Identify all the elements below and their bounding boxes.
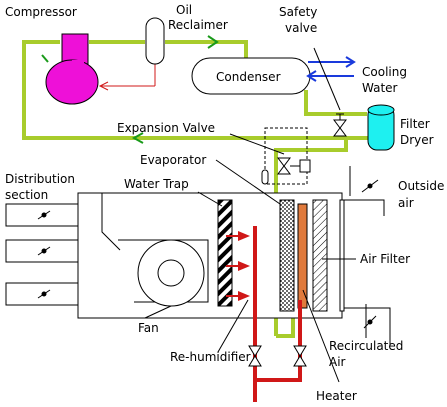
evaporator-label: Evaporator xyxy=(140,153,206,167)
air-filter xyxy=(312,199,328,312)
compressor xyxy=(45,33,99,105)
cooling-water-label-line1: Cooling xyxy=(362,65,407,79)
evaporator-leader xyxy=(215,159,281,205)
expansion-valve xyxy=(229,127,311,185)
damper-icon xyxy=(37,210,51,299)
oil-reclaimer-label-line2: Reclaimer xyxy=(168,18,228,32)
cooling-water-label-line2: Water xyxy=(362,81,398,95)
evaporator xyxy=(279,199,295,312)
outside-air-label-line1: Outside xyxy=(398,179,444,193)
filter-dryer-label-line1: Filter xyxy=(400,117,430,131)
condenser-label: Condenser xyxy=(216,70,281,84)
cooling-water-arrows xyxy=(306,56,356,82)
recirculated-air-label-line1: Recirculated xyxy=(329,339,403,353)
filter-dryer-label-line2: Dryer xyxy=(400,133,434,147)
filter-dryer xyxy=(367,104,395,151)
rehumidifier xyxy=(217,226,307,402)
refrigerant-return xyxy=(98,60,156,91)
fan-label: Fan xyxy=(138,321,159,335)
outside-air-label-line2: air xyxy=(398,196,414,210)
heater-label: Heater xyxy=(316,389,357,402)
water-trap xyxy=(217,199,233,307)
safety-valve xyxy=(313,47,347,137)
distribution-ducts xyxy=(5,203,79,306)
distribution-label-line2: section xyxy=(5,188,48,202)
recirculated-air-damper xyxy=(344,304,391,346)
distribution-label-line1: Distribution xyxy=(5,172,75,186)
compressor-label: Compressor xyxy=(5,5,77,19)
expansion-valve-label: Expansion Valve xyxy=(117,121,215,135)
heater-leader xyxy=(302,289,340,383)
water-trap-label: Water Trap xyxy=(124,177,189,191)
heater xyxy=(297,203,308,309)
rehumidifier-label: Re-humidifier xyxy=(170,350,251,364)
oil-reclaimer xyxy=(145,17,165,65)
water-trap-leader xyxy=(197,191,223,207)
outside-air-damper xyxy=(344,166,385,216)
recirculated-air-label-line2: Air xyxy=(329,355,346,369)
safety-valve-label-line2: valve xyxy=(285,21,317,35)
oil-reclaimer-label-line1: Oil xyxy=(176,3,192,17)
safety-valve-label-line1: Safety xyxy=(279,5,317,19)
air-filter-label: Air Filter xyxy=(360,252,410,266)
flow-arrows xyxy=(41,35,219,144)
